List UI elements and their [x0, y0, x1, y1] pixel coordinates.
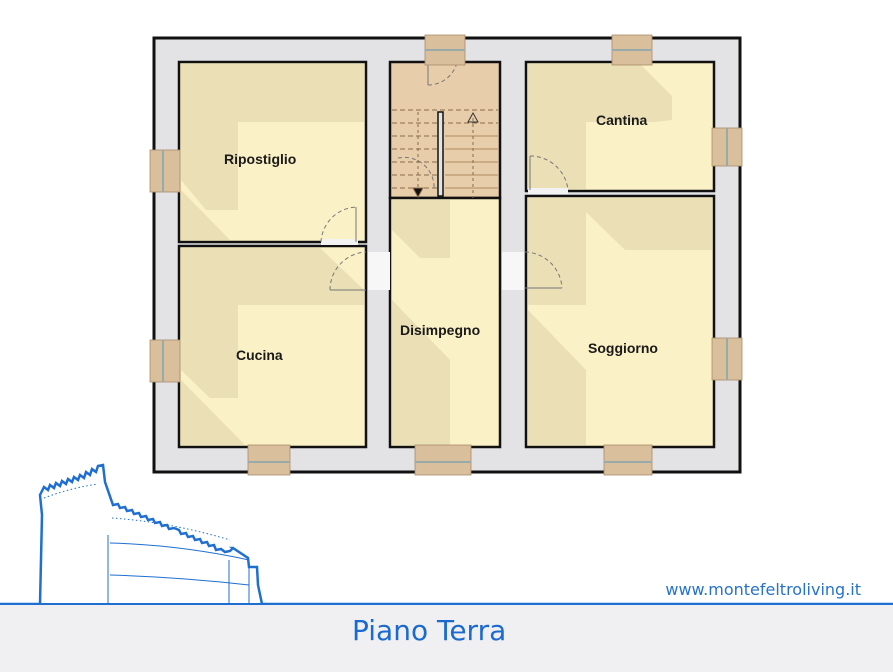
label-disimpegno: Disimpegno	[400, 322, 480, 338]
label-cantina: Cantina	[596, 112, 648, 128]
floor-title: Piano Terra	[352, 614, 507, 647]
stair-down-arrow-icon	[412, 187, 424, 199]
label-cucina: Cucina	[236, 347, 283, 363]
room-labels: Ripostiglio Cucina Disimpegno Cantina So…	[224, 112, 658, 363]
stair-up-arrow-icon	[467, 111, 479, 123]
staircase	[392, 109, 498, 199]
windows	[149, 34, 743, 476]
label-ripostiglio: Ripostiglio	[224, 151, 296, 167]
label-soggiorno: Soggiorno	[588, 340, 658, 356]
footer-band	[0, 603, 893, 672]
website-link[interactable]: www.montefeltroliving.it	[665, 580, 861, 599]
castle-logo-icon	[0, 463, 893, 606]
doors	[320, 54, 569, 291]
room-stairs	[388, 60, 502, 200]
rooms	[177, 60, 716, 449]
